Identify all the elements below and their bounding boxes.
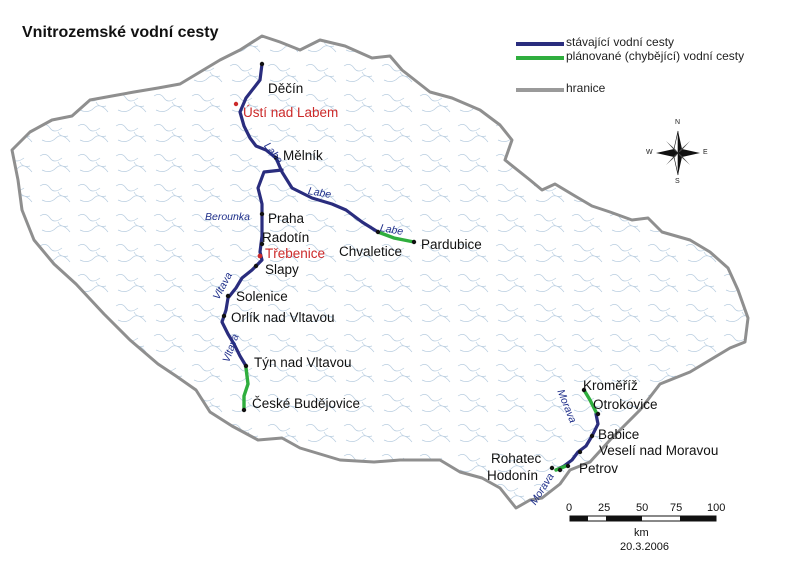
morava-lower-planned-segment [554,464,568,472]
planned-waterways [242,230,598,472]
city-label-petrov: Petrov [579,461,619,476]
legend-existing-line [516,42,564,46]
compass-rose [656,130,700,176]
city-label-chvaletice: Chvaletice [339,244,403,259]
legend-border-label: hranice [566,81,606,95]
country-border [10,34,750,510]
city-label-veseli-nad-moravou: Veselí nad Moravou [599,443,719,458]
legend-planned-label: plánované (chybějící) vodní cesty [566,49,745,63]
city-label-tyn-nad-vltavou: Týn nad Vltavou [254,355,352,370]
labe-upper-waterway [238,62,380,234]
vltava-planned-segment [242,366,250,410]
morava-planned-segment [582,388,598,414]
city-label-radotin: Radotín [262,230,310,245]
compass-south-label: S [675,178,680,185]
city-points [221,61,601,473]
city-label-melnik: Mělník [283,148,323,163]
labe-planned-segment [376,230,416,244]
scale-tick-0: 0 [566,502,573,514]
scale-tick-75: 75 [670,502,683,514]
city-label-babice: Babice [598,427,640,442]
scale-bar [569,515,717,522]
city-label-trebenice: Třebenice [265,246,326,261]
legend-border-line [516,88,564,92]
scale-tick-25: 25 [598,502,611,514]
city-label-praha: Praha [268,211,305,226]
scale-tick-100: 100 [707,502,726,514]
city-label-ceske-budejovice: České Budějovice [252,396,361,411]
scale-unit: km [634,527,649,539]
compass-west-label: W [646,149,653,156]
vltava-waterway [220,168,284,368]
city-label-slapy: Slapy [265,262,299,277]
city-label-rohatec: Rohatec [491,451,542,466]
city-label-orlik-nad-vltavou: Orlík nad Vltavou [231,310,335,325]
city-label-usti-nad-labem: Ústí nad Labem [243,105,339,120]
compass-east-label: E [703,149,708,156]
city-label-hodonin: Hodonín [487,468,539,483]
map-title: Vnitrozemské vodní cesty [22,24,219,41]
scale-tick-50: 50 [636,502,649,514]
city-label-decin: Děčín [268,81,304,96]
city-label-otrokovice: Otrokovice [593,397,658,412]
legend-existing-label: stávající vodní cesty [566,35,675,49]
map-date: 20.3.2006 [620,541,669,553]
city-label-kromeriz: Kroměříž [583,378,638,393]
compass-north-label: N [675,119,681,126]
city-label-pardubice: Pardubice [421,237,482,252]
legend-planned-line [516,56,564,60]
river-label-berounka: Berounka [205,211,250,223]
city-label-solenice: Solenice [236,289,288,304]
